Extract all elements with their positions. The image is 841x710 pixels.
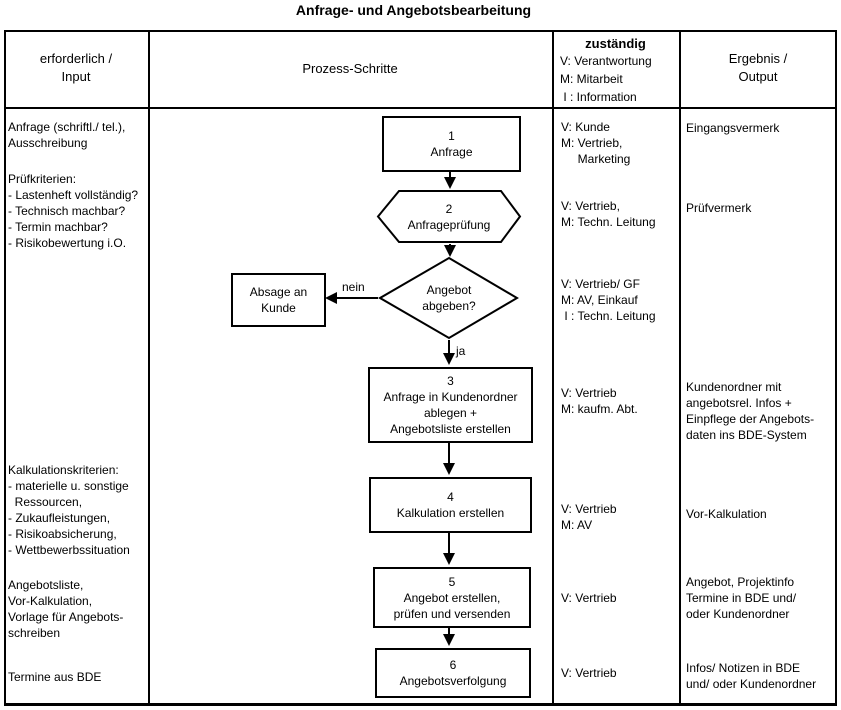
edge-label-nein: nein xyxy=(342,280,365,294)
page-title: Anfrage- und Angebotsbearbeitung xyxy=(295,2,532,18)
output-row-angebot-projektinfo: Angebot, Projektinfo Termine in BDE und/… xyxy=(686,575,797,621)
input-row-kalkulationskriterien: Kalkulationskriterien: - materielle u. s… xyxy=(8,463,130,557)
header-process-column: Prozess-Schritte xyxy=(302,61,398,76)
input-row-anfrage: Anfrage (schriftl./ tel.), Ausschreibung xyxy=(8,120,126,150)
column-divider-1 xyxy=(148,30,150,704)
column-divider-2 xyxy=(552,30,554,704)
column-divider-3 xyxy=(679,30,681,704)
input-row-termine: Termine aus BDE xyxy=(8,670,102,684)
output-row-infos-notizen: Infos/ Notizen in BDE und/ oder Kundenor… xyxy=(686,661,817,691)
flow-step-3-kundenordner: 3 Anfrage in Kundenordner ablegen + Ange… xyxy=(368,367,533,443)
responsible-row-7: V: Vertrieb xyxy=(561,666,617,680)
responsible-row-2: V: Vertrieb, M: Techn. Leitung xyxy=(561,199,656,229)
header-input-column: erforderlich / Input xyxy=(39,51,113,84)
edge-label-ja: ja xyxy=(456,344,466,358)
flow-step-2-anfragepruefung-label: 2 Anfrageprüfung xyxy=(407,201,491,232)
responsible-row-3: V: Vertrieb/ GF M: AV, Einkauf I : Techn… xyxy=(561,277,656,323)
output-row-kundenordner: Kundenordner mit angebotsrel. Infos + Ei… xyxy=(686,380,815,442)
responsible-row-4: V: Vertrieb M: kaufm. Abt. xyxy=(561,386,638,416)
input-row-angebotsliste: Angebotsliste, Vor-Kalkulation, Vorlage … xyxy=(8,578,124,640)
flow-step-1-anfrage: 1 Anfrage xyxy=(382,116,521,172)
output-row-pruefvermerk: Prüfvermerk xyxy=(686,201,752,215)
flow-decision-angebot-abgeben-label: Angebot abgeben? xyxy=(422,283,476,313)
header-responsible-title: zuständig xyxy=(585,36,646,51)
responsible-row-6: V: Vertrieb xyxy=(561,591,617,605)
responsible-row-1: V: Kunde M: Vertrieb, Marketing xyxy=(561,120,631,166)
header-divider xyxy=(4,107,835,109)
responsible-row-5: V: Vertrieb M: AV xyxy=(561,502,617,532)
header-responsible-legend: V: Verantwortung M: Mitarbeit I : Inform… xyxy=(560,54,652,104)
flow-reject-absage-an-kunde: Absage an Kunde xyxy=(231,273,326,327)
input-row-pruefkriterien: Prüfkriterien: - Lastenheft vollständig?… xyxy=(8,172,139,250)
output-row-vorkalkulation: Vor-Kalkulation xyxy=(686,507,767,521)
header-output-column: Ergebnis / Output xyxy=(728,51,788,84)
flow-step-5-angebot-erstellen: 5 Angebot erstellen, prüfen und versende… xyxy=(373,567,531,628)
flow-step-4-kalkulation: 4 Kalkulation erstellen xyxy=(369,477,532,533)
table-outer-border xyxy=(4,30,837,706)
flow-step-6-angebotsverfolgung: 6 Angebotsverfolgung xyxy=(375,648,531,698)
output-row-eingangsvermerk: Eingangsvermerk xyxy=(686,121,780,135)
